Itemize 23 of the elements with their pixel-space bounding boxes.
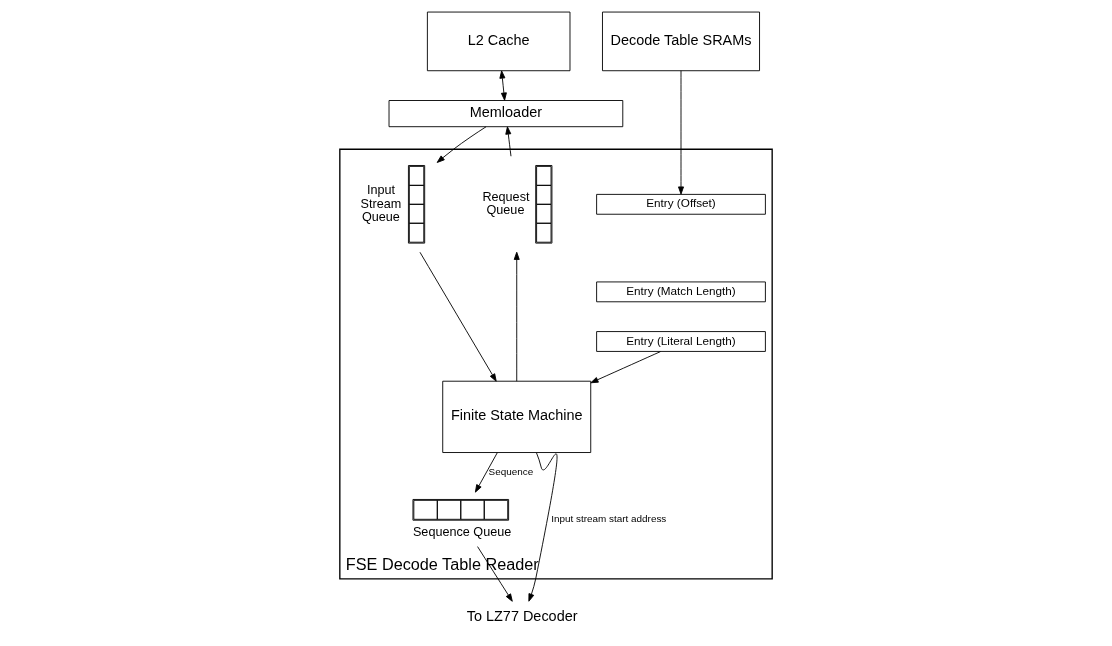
- arrow: [678, 70, 684, 195]
- node-box: Entry (Literal Length): [596, 331, 766, 352]
- node-box: Entry (Offset): [596, 193, 766, 215]
- arrow: [474, 452, 498, 493]
- arrow: [477, 546, 513, 602]
- arrow: [419, 251, 497, 382]
- arrow: [505, 126, 512, 157]
- arrow: [528, 452, 558, 602]
- arrow: [499, 70, 507, 101]
- edge-label: Sequence: [488, 465, 534, 477]
- node-label: Request Queue: [482, 189, 530, 218]
- node-box: Finite State Machine: [442, 380, 592, 453]
- node-label: Input Stream Queue: [360, 183, 402, 225]
- arrow: [513, 251, 520, 382]
- node-box: Entry (Match Length): [596, 281, 766, 303]
- node-box: Decode Table SRAMs: [602, 11, 760, 72]
- node-box: Memloader: [388, 100, 624, 128]
- node-label: Sequence Queue: [412, 524, 512, 539]
- node-text: To LZ77 Decoder: [466, 608, 578, 625]
- node-box: L2 Cache: [426, 11, 571, 72]
- arrow: [436, 126, 487, 163]
- arrow: [590, 351, 661, 384]
- edge-label: Input stream start address: [551, 512, 667, 524]
